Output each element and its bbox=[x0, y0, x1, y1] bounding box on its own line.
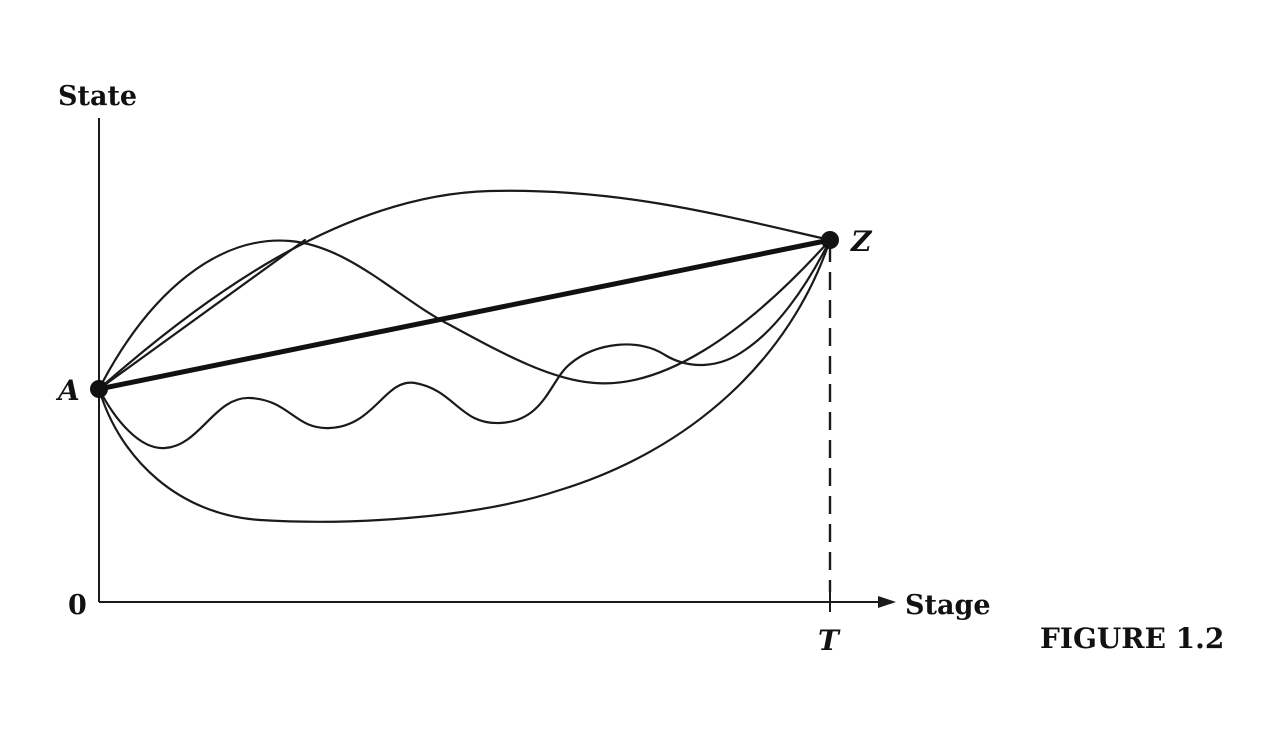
state-axis-label: State bbox=[58, 81, 137, 112]
path-straight-thin bbox=[97, 238, 307, 391]
end-point-marker bbox=[821, 231, 839, 249]
path-lower-arc bbox=[97, 238, 832, 523]
figure-caption: FIGURE 1.2 bbox=[1040, 622, 1224, 655]
origin-label: 0 bbox=[68, 590, 87, 621]
terminal-stage-label: T bbox=[818, 624, 841, 657]
path-wavy bbox=[97, 238, 832, 450]
path-upper-arc bbox=[97, 189, 832, 391]
stage-axis-label: Stage bbox=[905, 590, 991, 621]
stage-axis-arrowhead bbox=[878, 596, 896, 608]
start-point-marker bbox=[90, 380, 108, 398]
end-point-label: Z bbox=[850, 225, 873, 258]
optimal-path bbox=[96, 237, 833, 392]
start-point-label: A bbox=[55, 374, 80, 407]
